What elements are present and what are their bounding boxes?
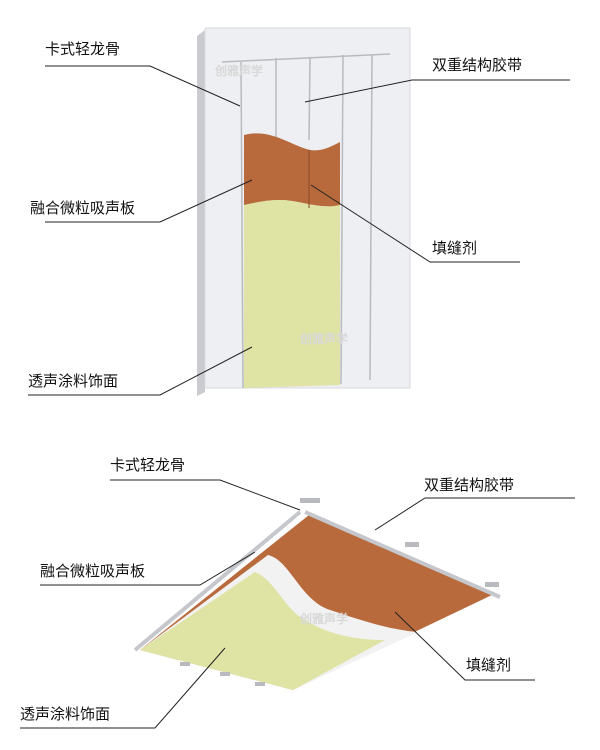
ceiling-filler-label: 填缝剂: [466, 656, 512, 674]
wall-board-label: 融合微粒吸声板: [30, 199, 136, 217]
wall-keel-label: 卡式轻龙骨: [45, 40, 121, 58]
ceiling-board-label: 融合微粒吸声板: [40, 562, 146, 580]
wall-filler-label: 填缝剂: [432, 239, 478, 257]
wall-coating-label: 透声涂料饰面: [28, 372, 119, 390]
ceiling-assembly: [133, 498, 501, 690]
ceiling-tape-label: 双重结构胶带: [424, 476, 515, 494]
ceiling-keel-label: 卡式轻龙骨: [110, 456, 186, 474]
watermark: 创雅声学: [300, 332, 349, 346]
keel-slats: [221, 53, 391, 389]
acoustic-coating: [244, 200, 340, 388]
leader-lines: [20, 65, 575, 729]
watermark: 创雅声学: [215, 64, 264, 78]
ceiling-coating-label: 透声涂料饰面: [20, 705, 111, 723]
wall-tape-label: 双重结构胶带: [432, 56, 523, 74]
watermark: 创雅声学: [300, 612, 349, 626]
